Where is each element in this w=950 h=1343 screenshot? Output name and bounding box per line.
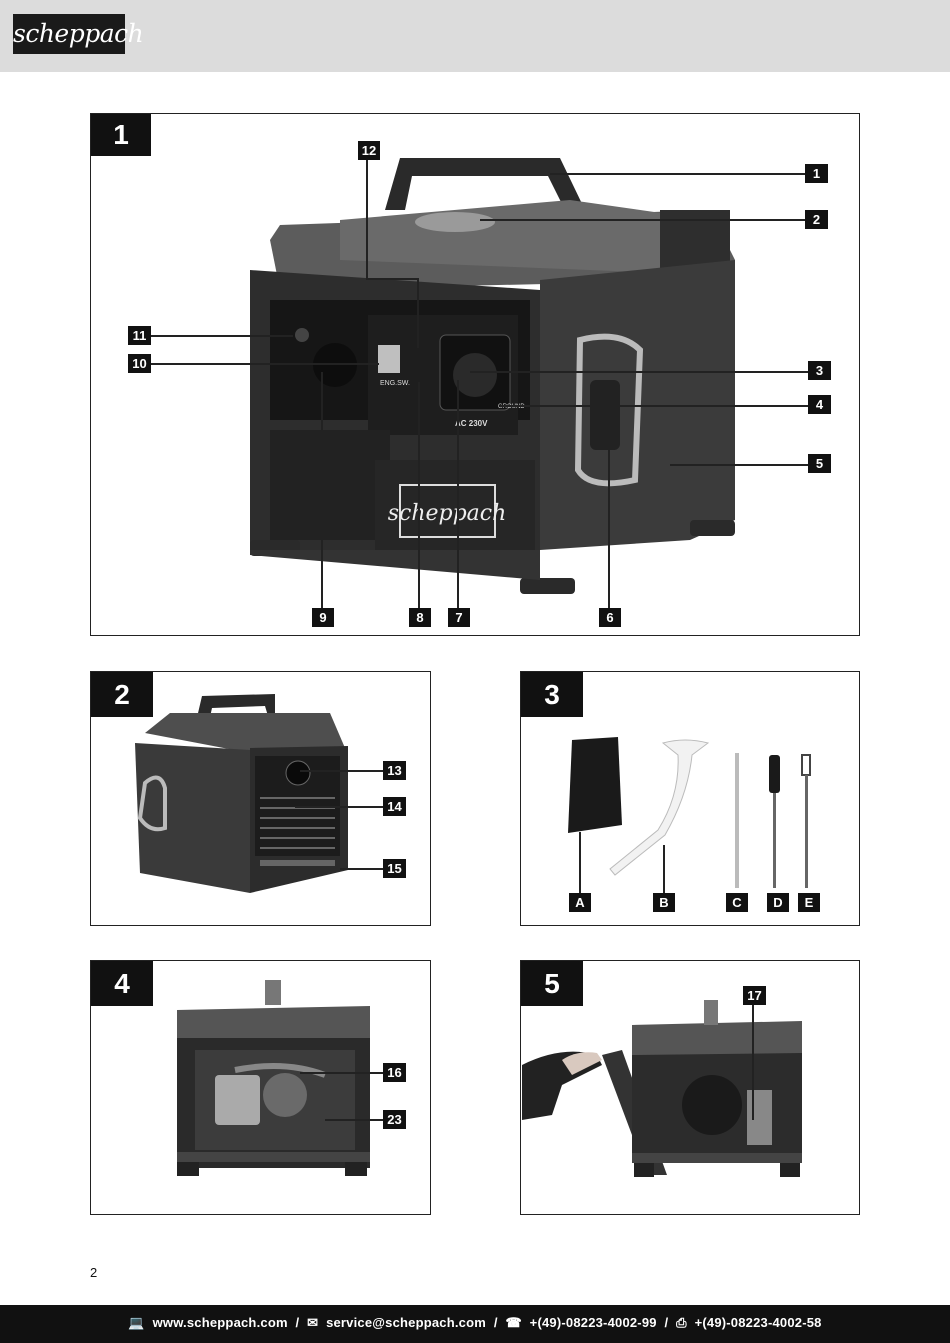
callout-line [151, 363, 379, 365]
phone-number: +(49)-08223-4002-99 [529, 1315, 657, 1330]
callout-line [151, 335, 293, 337]
callout-13: 13 [383, 761, 406, 780]
envelope-icon: ✉ [307, 1315, 319, 1330]
page-number: 2 [90, 1265, 98, 1280]
accessories-illustration [568, 737, 811, 888]
figure-number: 4 [91, 961, 153, 1006]
callout-line [480, 219, 805, 221]
separator: / [664, 1315, 669, 1330]
callout-16: 16 [383, 1063, 406, 1082]
callout-E: E [798, 893, 820, 912]
callout-D: D [767, 893, 789, 912]
header-bar: scheppach [0, 0, 950, 72]
callout-12: 12 [358, 141, 380, 160]
callout-C: C [726, 893, 748, 912]
computer-icon: 💻 [128, 1315, 145, 1330]
figure-number: 1 [91, 114, 151, 156]
scheppach-logo: scheppach [13, 14, 144, 54]
callout-6: 6 [599, 608, 621, 627]
phone-icon: ☎ [505, 1315, 522, 1330]
callout-line [300, 770, 383, 772]
fax-icon: ⎙ [676, 1315, 687, 1330]
generator-rear-illustration [135, 694, 348, 893]
callout-line [670, 464, 808, 466]
fax-number: +(49)-08223-4002-58 [694, 1315, 822, 1330]
callout-5: 5 [808, 454, 831, 473]
callout-15: 15 [383, 859, 406, 878]
callout-7: 7 [448, 608, 470, 627]
callout-10: 10 [128, 354, 151, 373]
callout-A: A [569, 893, 591, 912]
callout-line [321, 372, 323, 608]
ground-label: GROUND [498, 404, 525, 410]
callout-9: 9 [312, 608, 334, 627]
callout-3: 3 [808, 361, 831, 380]
callout-1: 1 [805, 164, 828, 183]
callout-line [300, 1072, 383, 1074]
front-logo: scheppach [388, 501, 507, 526]
callout-line [366, 278, 418, 280]
callout-11: 11 [128, 326, 151, 345]
callout-line [752, 1005, 754, 1120]
callout-line [295, 806, 383, 808]
callout-line [579, 832, 581, 893]
callout-line [366, 160, 368, 278]
email-link[interactable]: service@scheppach.com [326, 1315, 487, 1330]
separator: / [295, 1315, 300, 1330]
callout-line [417, 278, 419, 348]
callout-line [470, 371, 808, 373]
generator-front-illustration: ENG.SW. AC 230V GROUND scheppach [250, 158, 735, 594]
callout-B: B [653, 893, 675, 912]
generator-open-side-illustration [177, 980, 370, 1176]
footer-contact-bar: 💻 www.scheppach.com / ✉ service@scheppac… [0, 1305, 950, 1343]
figure-number: 2 [91, 672, 153, 717]
callout-line [608, 430, 610, 608]
callout-line [663, 845, 665, 893]
socket-voltage-label: AC 230V [455, 419, 488, 428]
callout-line [457, 380, 459, 608]
figure-number: 5 [521, 961, 583, 1006]
callout-line [325, 1119, 383, 1121]
callout-line [500, 405, 808, 407]
callout-line [418, 382, 420, 608]
website-link[interactable]: www.scheppach.com [152, 1315, 288, 1330]
callout-line [340, 868, 383, 870]
callout-8: 8 [409, 608, 431, 627]
callout-23: 23 [383, 1110, 406, 1129]
figure-number: 3 [521, 672, 583, 717]
callout-2: 2 [805, 210, 828, 229]
engine-switch-label: ENG.SW. [380, 380, 410, 387]
callout-14: 14 [383, 797, 406, 816]
callout-17: 17 [743, 986, 766, 1005]
callout-4: 4 [808, 395, 831, 414]
generator-cover-removal-illustration [522, 1000, 802, 1177]
separator: / [493, 1315, 498, 1330]
callout-line [550, 173, 805, 175]
